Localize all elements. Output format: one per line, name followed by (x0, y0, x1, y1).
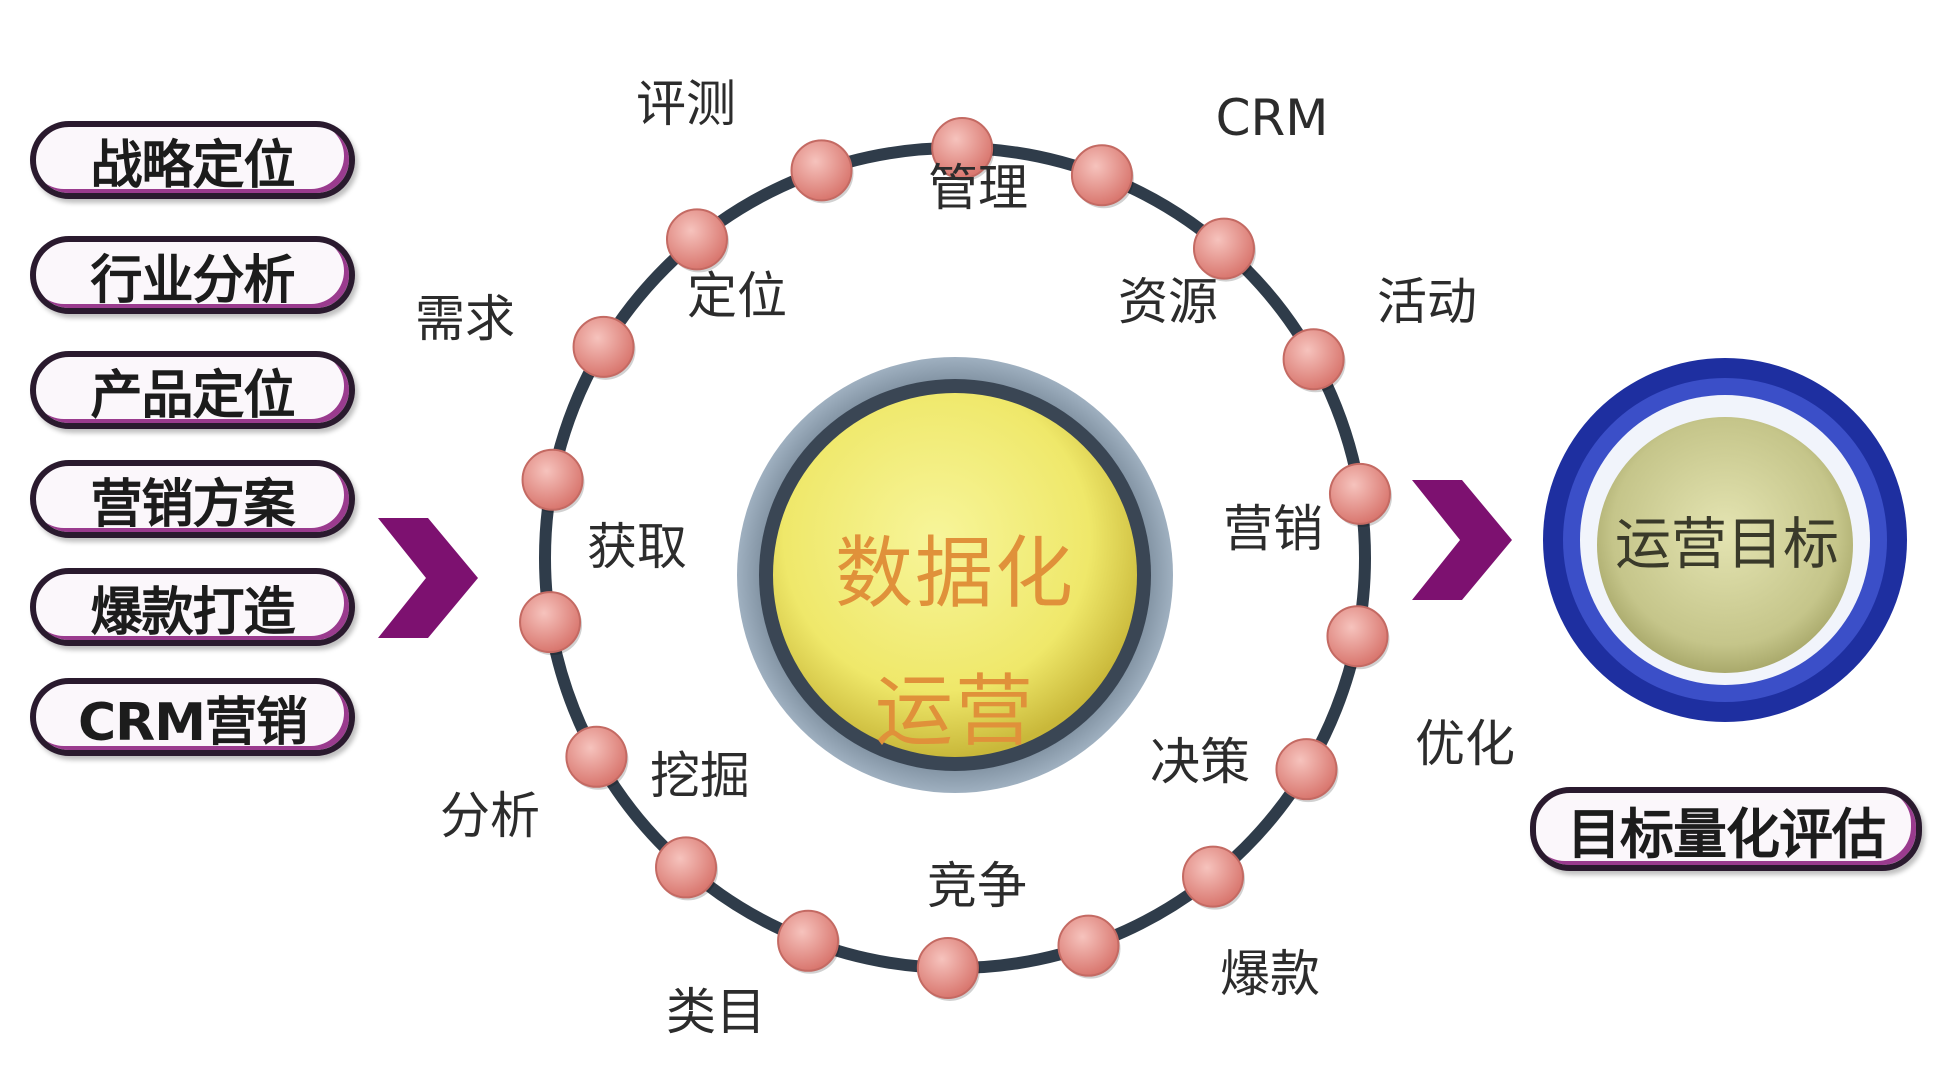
step-crm-marketing: CRM营销 (30, 678, 355, 756)
ring-node (572, 315, 635, 378)
label-demand: 需求 (415, 290, 515, 348)
ring-node (1282, 328, 1345, 391)
goal-evaluation-pill: 目标量化评估 (1530, 787, 1922, 871)
center-circle (773, 393, 1137, 757)
ring-node (790, 139, 853, 202)
ring-node (1057, 914, 1120, 977)
ring-node (665, 208, 728, 271)
ring-node (931, 117, 994, 180)
ring-node (1326, 605, 1389, 668)
label-positioning: 定位 (687, 267, 787, 325)
center-title-line1: 数据化 (834, 529, 1076, 619)
label-decision: 决策 (1150, 733, 1250, 791)
center-title-line2: 运营 (874, 667, 1036, 757)
label-activity: 活动 (1377, 273, 1477, 331)
ring-node (521, 448, 584, 511)
chevron-right-icon (1412, 480, 1512, 600)
ring-node (1070, 144, 1133, 207)
step-industry-analysis: 行业分析 (30, 236, 355, 314)
label-marketing: 营销 (1223, 500, 1323, 558)
label-analysis: 分析 (440, 787, 540, 845)
label-category: 类目 (666, 983, 766, 1041)
ring-node (1275, 738, 1338, 801)
label-resources: 资源 (1118, 273, 1218, 331)
goal-circle (1597, 417, 1853, 673)
ring-node (1328, 462, 1391, 525)
step-hot-product: 爆款打造 (30, 568, 355, 646)
label-management: 管理 (928, 159, 1028, 217)
goal-label: 运营目标 (1615, 512, 1839, 578)
ring-node (1182, 845, 1245, 908)
ring-node (565, 725, 628, 788)
step-product-positioning: 产品定位 (30, 351, 355, 429)
label-hot-items: 爆款 (1220, 945, 1320, 1003)
label-crm: CRM (1215, 89, 1329, 147)
ring-node (655, 836, 718, 899)
label-mining: 挖掘 (650, 747, 750, 805)
label-acquisition: 获取 (587, 518, 687, 576)
ring-node (777, 909, 840, 972)
label-optimization: 优化 (1415, 715, 1515, 773)
label-evaluation: 评测 (636, 75, 736, 133)
ring-node (1192, 217, 1255, 280)
ring-node (519, 591, 582, 654)
step-marketing-plan: 营销方案 (30, 460, 355, 538)
ring-node (916, 936, 979, 999)
ring-nodes (519, 117, 1392, 1001)
step-strategy-positioning: 战略定位 (30, 121, 355, 199)
label-competition: 竞争 (927, 857, 1027, 915)
chevron-right-icon (378, 518, 478, 638)
